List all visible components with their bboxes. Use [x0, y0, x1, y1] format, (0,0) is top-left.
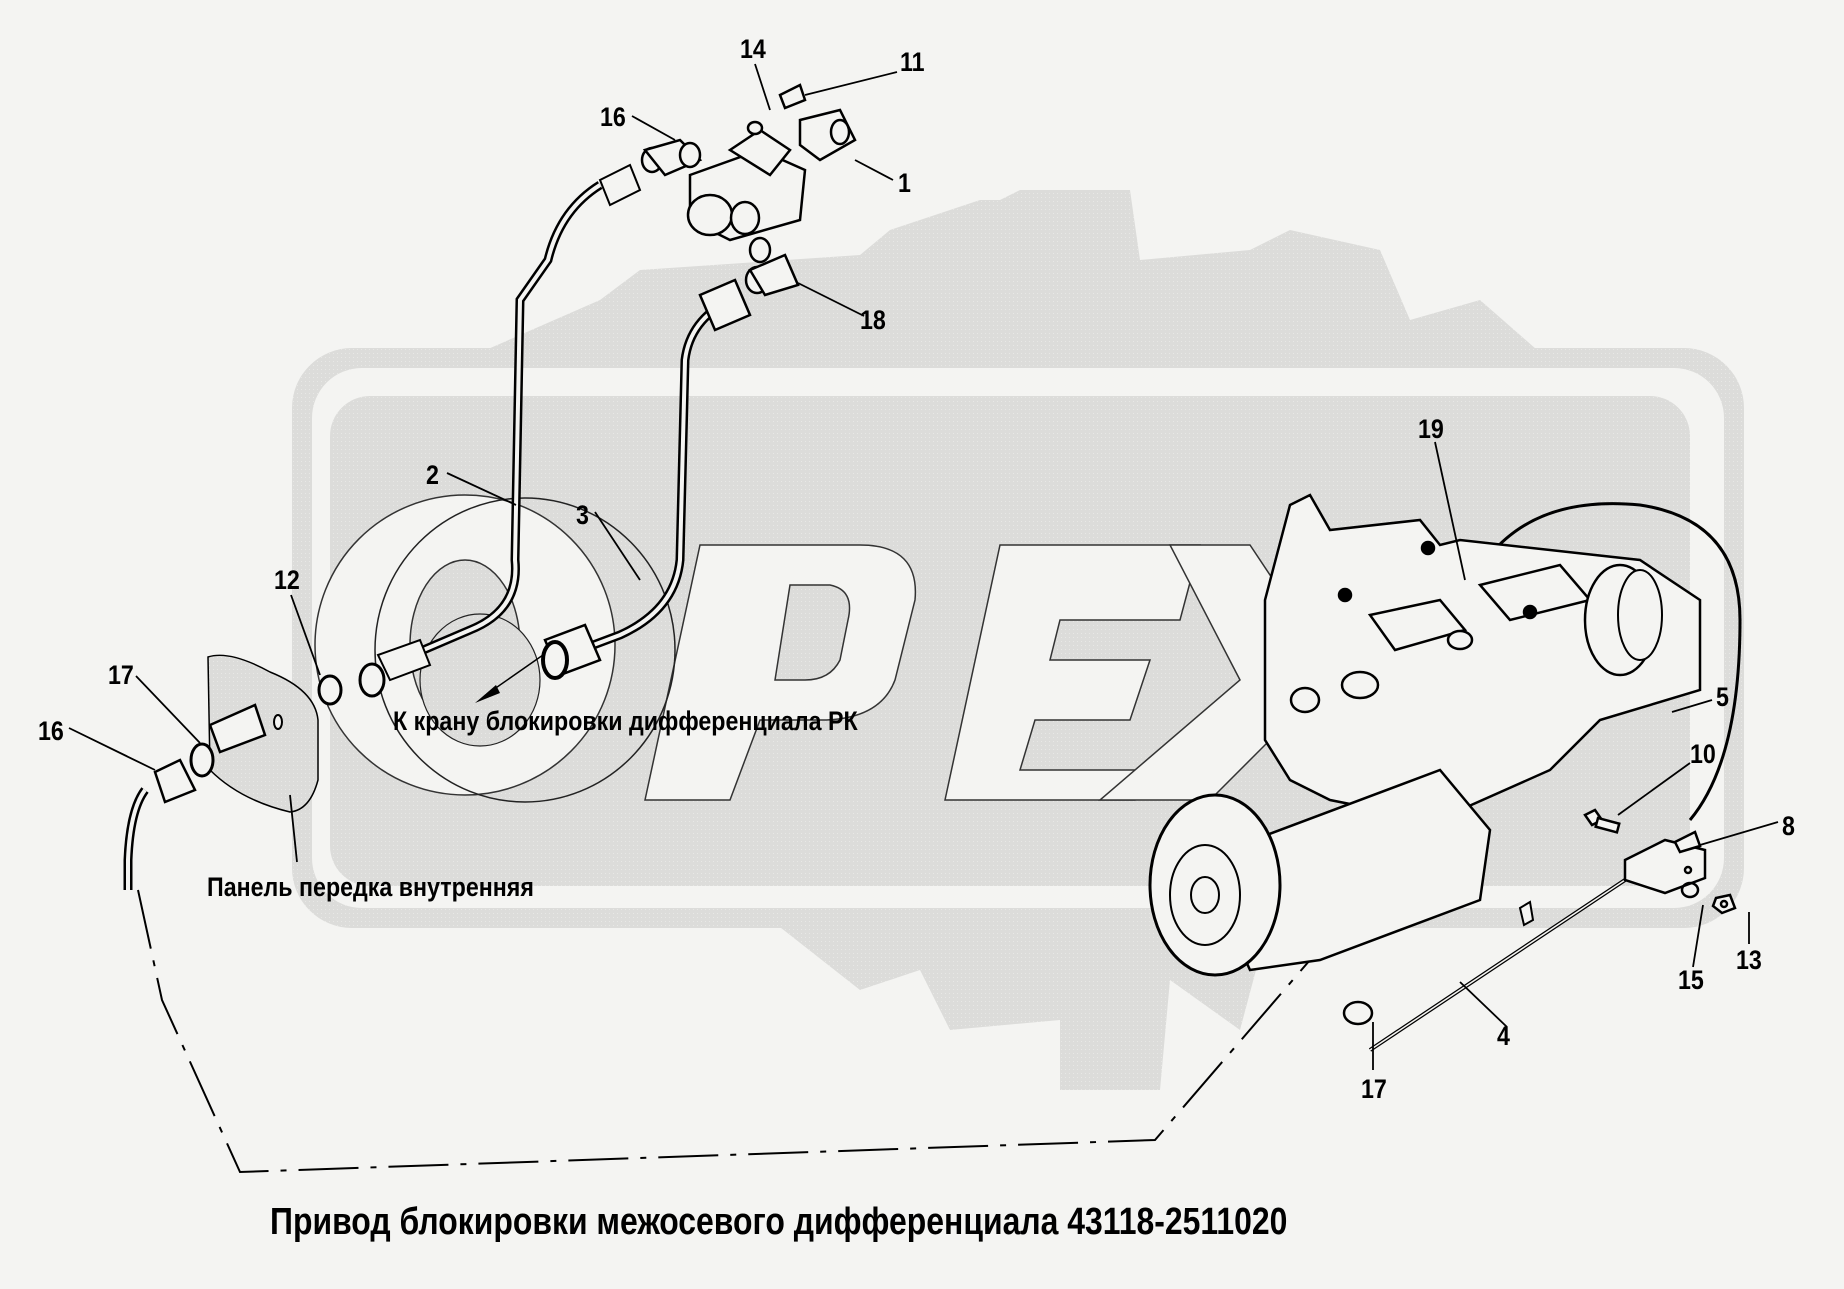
- callout-5: 5: [1716, 682, 1729, 712]
- leader-lines: [68, 63, 1779, 1070]
- diagram-title: Привод блокировки межосевого дифференциа…: [270, 1201, 1288, 1243]
- callout-16-left: 16: [38, 716, 64, 746]
- callout-17-bottom: 17: [1361, 1074, 1387, 1104]
- callout-19: 19: [1418, 414, 1444, 444]
- callout-3: 3: [576, 500, 589, 530]
- callout-12: 12: [274, 565, 300, 595]
- pipe-2: [358, 163, 642, 698]
- callout-4: 4: [1497, 1021, 1510, 1051]
- washer-15: [1680, 881, 1700, 899]
- callout-15: 15: [1678, 965, 1704, 995]
- callout-18: 18: [860, 305, 886, 335]
- cable-4: [1342, 868, 1642, 1052]
- callout-14: 14: [740, 34, 766, 64]
- callout-1: 1: [898, 168, 911, 198]
- pipe-3: [541, 278, 752, 680]
- callout-11: 11: [900, 47, 925, 77]
- callout-17-left: 17: [108, 660, 134, 690]
- note-panel: Панель передка внутренняя: [207, 872, 534, 902]
- transfer-case: [1148, 493, 1702, 977]
- valve-part-1: [686, 83, 857, 242]
- nut-13: [1711, 893, 1737, 915]
- callout-16-top: 16: [600, 102, 626, 132]
- panel-fitting-group: [123, 654, 343, 890]
- detail-circle: [374, 497, 676, 803]
- callout-13: 13: [1736, 945, 1762, 975]
- callout-2: 2: [426, 460, 439, 490]
- fitting-18-top: [744, 236, 800, 297]
- callout-8: 8: [1782, 811, 1795, 841]
- bolt-10: [1583, 808, 1621, 834]
- fitting-16-top: [640, 138, 703, 177]
- arrow-icon: [475, 654, 544, 703]
- note-to-valve: К крану блокировки дифференциала РК: [393, 706, 858, 736]
- hose-5: [1488, 502, 1742, 821]
- callout-10: 10: [1690, 739, 1716, 769]
- bracket-8: [1623, 830, 1707, 895]
